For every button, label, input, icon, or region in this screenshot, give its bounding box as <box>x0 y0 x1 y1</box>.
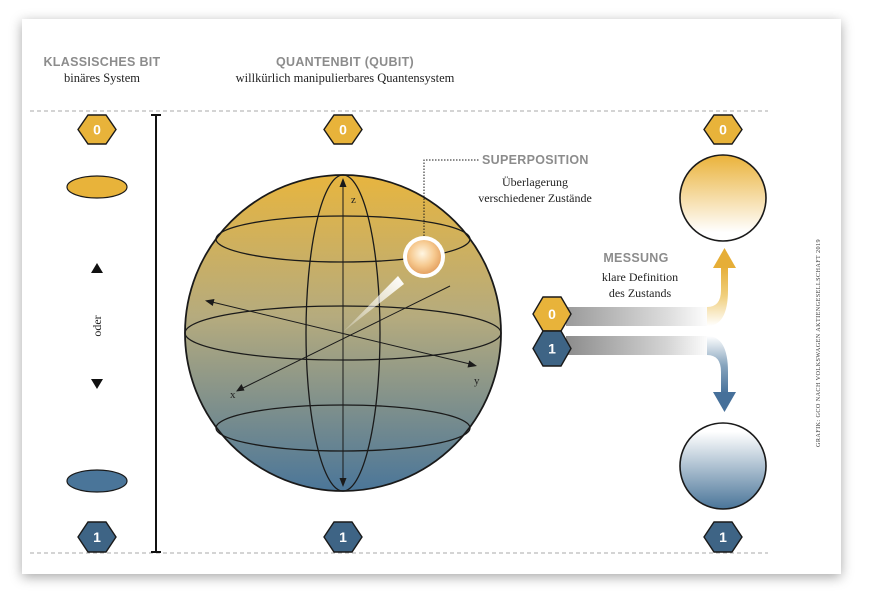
qubit-subheading: willkürlich manipulierbares Quantensyste… <box>236 71 455 85</box>
superposition-line2: verschiedener Zustände <box>478 191 592 205</box>
classic-hex-0: 0 <box>77 114 117 145</box>
axis-y-label: y <box>474 375 480 387</box>
svg-text:0: 0 <box>339 122 347 138</box>
measurement-hex-1: 1 <box>532 330 572 367</box>
measurement-heading: MESSUNG <box>603 251 668 265</box>
axis-z-label: z <box>351 194 356 206</box>
result-hex-1: 1 <box>703 521 743 553</box>
svg-text:1: 1 <box>339 529 347 545</box>
qubit-hex-1: 1 <box>323 521 363 553</box>
svg-text:1: 1 <box>719 529 727 545</box>
classic-heading: KLASSISCHES BIT <box>43 55 160 69</box>
superposition-heading: SUPERPOSITION <box>482 153 589 167</box>
classic-or-label: oder <box>90 315 104 336</box>
classic-disc-blue <box>66 469 128 493</box>
result-hex-0: 0 <box>703 114 743 145</box>
result-sphere-0 <box>679 154 767 242</box>
qubit-hex-0: 0 <box>323 114 363 145</box>
result-sphere-1 <box>679 422 767 510</box>
triangle-up-icon <box>91 263 103 273</box>
classic-hex-1: 1 <box>77 521 117 553</box>
classic-disc-gold <box>66 175 128 199</box>
measurement-beams <box>566 248 736 412</box>
svg-text:0: 0 <box>93 122 101 138</box>
classic-subheading: binäres System <box>64 71 140 85</box>
graphic-credit: GRAFIK: GCO NACH VOLKSWAGEN AKTIENGESELL… <box>815 239 822 447</box>
bloch-sphere <box>184 174 502 492</box>
vertical-divider <box>151 114 161 553</box>
superposition-line1: Überlagerung <box>502 175 568 189</box>
svg-text:1: 1 <box>548 341 556 357</box>
svg-text:0: 0 <box>548 306 556 322</box>
svg-text:0: 0 <box>719 122 727 138</box>
svg-text:1: 1 <box>93 529 101 545</box>
triangle-down-icon <box>91 379 103 389</box>
measurement-line1: klare Definition <box>602 270 678 284</box>
superposition-leader <box>423 159 480 236</box>
qubit-heading: QUANTENBIT (QUBIT) <box>276 55 414 69</box>
axis-x-label: x <box>230 389 236 401</box>
measurement-line2: des Zustands <box>609 286 672 300</box>
